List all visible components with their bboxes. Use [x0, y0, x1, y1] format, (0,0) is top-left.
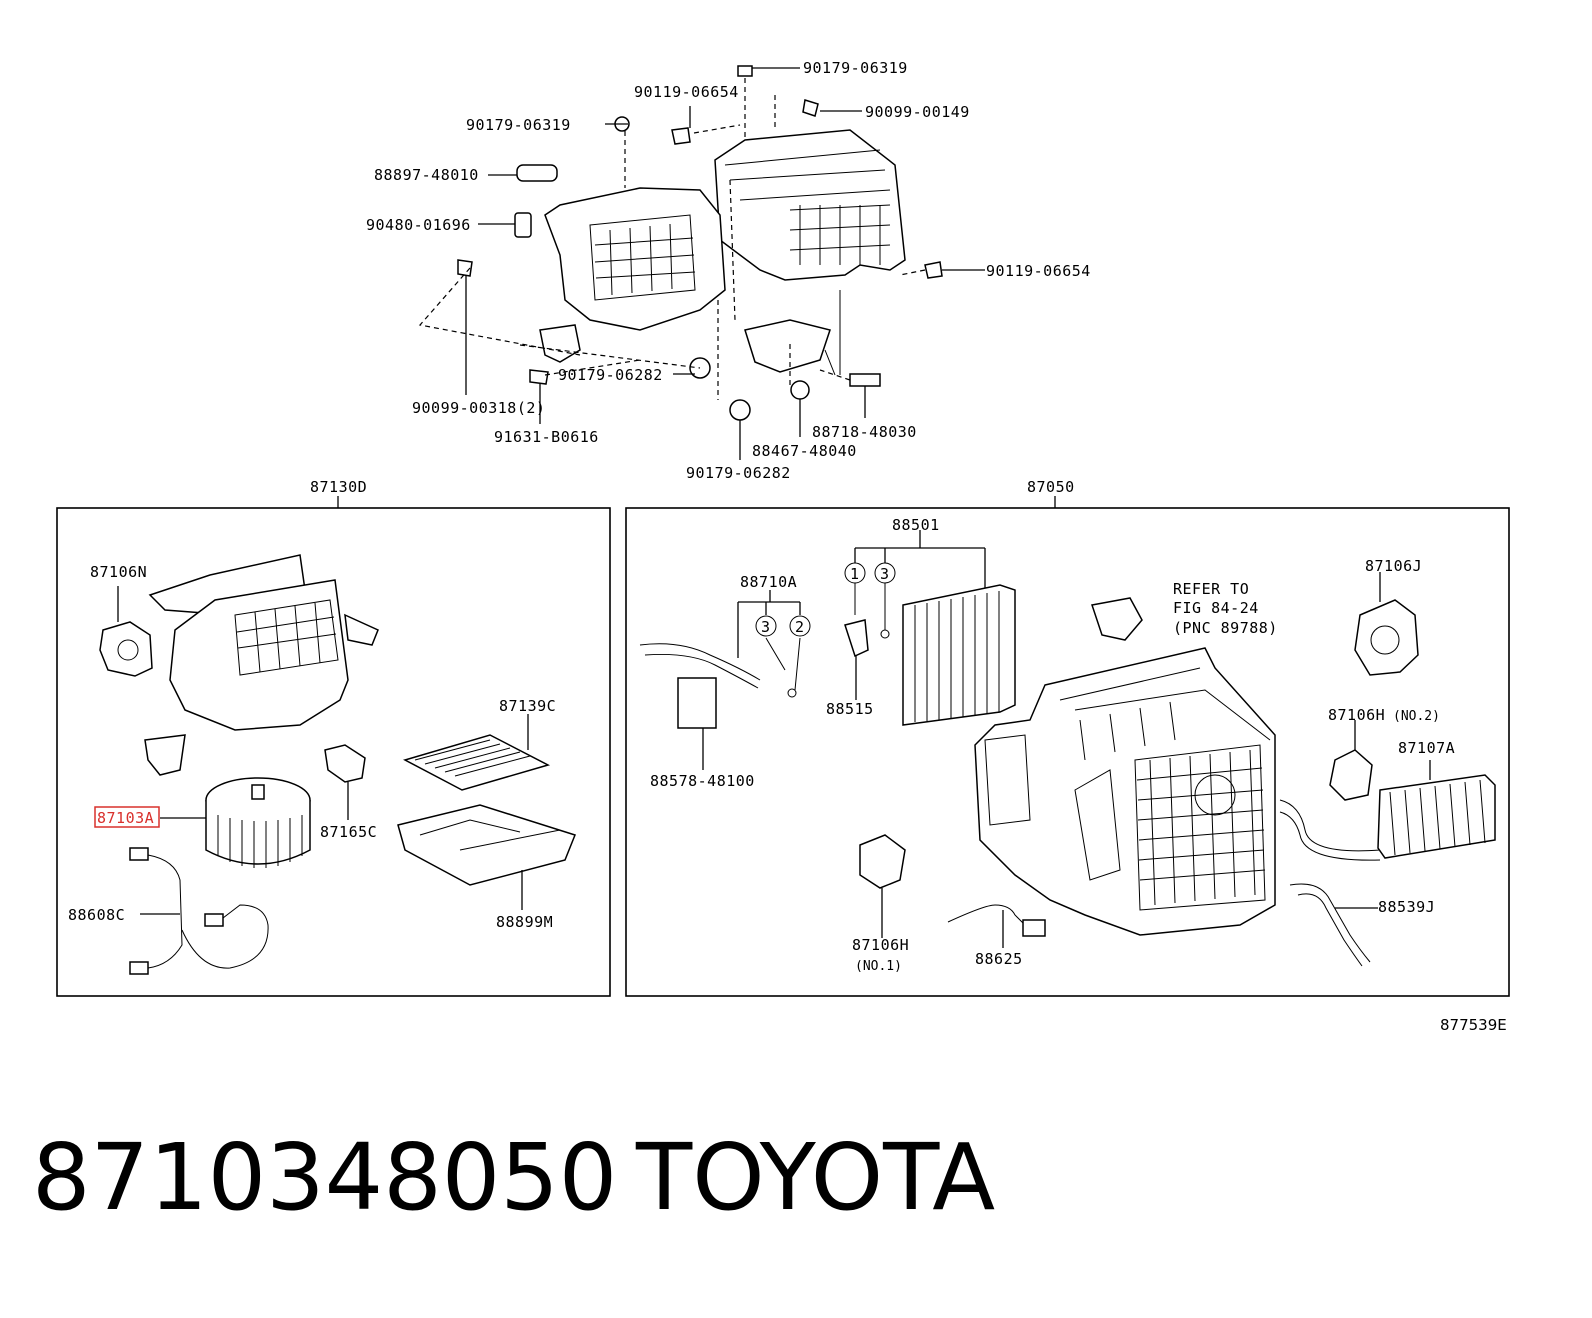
- callout-number: 3: [880, 565, 890, 583]
- brand-name: TOYOTA: [636, 1124, 996, 1231]
- clip-icon: [514, 212, 532, 238]
- part-label: 90179-06282: [686, 464, 791, 482]
- actuator-icon: [1329, 749, 1373, 801]
- cap-icon: [790, 380, 810, 400]
- part-label: 90119-06654: [986, 262, 1091, 280]
- figure-code: 877539E: [1440, 1016, 1507, 1034]
- part-label: 88467-48040: [752, 442, 857, 460]
- part-label: 90119-06654: [634, 83, 739, 101]
- left-box-parts: [99, 554, 576, 975]
- part-label: 90099-00149: [865, 103, 970, 121]
- filter-icon: [403, 734, 551, 791]
- expansion-valve-icon: [844, 619, 869, 658]
- actuator-icon: [99, 621, 153, 677]
- bolt-icon: [924, 261, 943, 279]
- part-label: 87165C: [320, 823, 377, 841]
- refer-note: (PNC 89788): [1173, 619, 1278, 637]
- callout-number: 2: [795, 618, 805, 636]
- part-label: 88899M: [496, 913, 553, 931]
- circled-numbers: 1 3 3 2: [755, 562, 896, 637]
- bolt-icon: [457, 259, 473, 277]
- part-label: 87139C: [499, 697, 556, 715]
- highlighted-part-label[interactable]: 87103A: [97, 809, 154, 827]
- part-label: 88625: [975, 950, 1023, 968]
- group-label-left: 87130D: [310, 478, 367, 496]
- bolt-icon: [802, 99, 819, 117]
- right-box-parts: [639, 530, 1496, 967]
- connector-icon: [1022, 919, 1046, 937]
- connector-icon: [204, 913, 224, 927]
- part-label: 88718-48030: [812, 423, 917, 441]
- part-label: 90179-06319: [803, 59, 908, 77]
- bracket-icon: [1091, 597, 1143, 641]
- bolt-icon: [671, 127, 691, 145]
- part-number: 8710348050: [32, 1124, 618, 1231]
- part-label: 88710A: [740, 573, 797, 591]
- part-sublabel: (NO.1): [855, 959, 902, 974]
- connector-icon: [129, 961, 149, 975]
- group-box-left: [56, 507, 611, 997]
- part-label: 87107A: [1398, 739, 1455, 757]
- part-label: 90099-00318(2): [412, 399, 545, 417]
- resistor-icon: [324, 744, 366, 783]
- actuator-icon: [859, 834, 906, 889]
- connector-icon: [129, 847, 149, 861]
- part-label: 88608C: [68, 906, 125, 924]
- bracket-icon: [849, 373, 881, 387]
- callout-number: 1: [850, 565, 860, 583]
- highlight-box: [94, 806, 160, 828]
- part-label: 91631-B0616: [494, 428, 599, 446]
- part-label: 88539J: [1378, 898, 1435, 916]
- top-assembly: [418, 65, 985, 460]
- part-label: 90179-06319: [466, 116, 571, 134]
- part-label: 90480-01696: [366, 216, 471, 234]
- nut-icon: [729, 399, 751, 421]
- callout-number: 3: [761, 618, 771, 636]
- part-label: 87106N: [90, 563, 147, 581]
- part-label: 88897-48010: [374, 166, 479, 184]
- part-label: 88578-48100: [650, 772, 755, 790]
- heater-core-icon: [1377, 774, 1496, 859]
- nut-icon: [737, 65, 753, 77]
- group-label-right: 87050: [1027, 478, 1075, 496]
- evaporator-icon: [902, 584, 1016, 726]
- part-label: 87106J: [1365, 557, 1422, 575]
- refer-note: FIG 84-24: [1173, 599, 1259, 617]
- bolt-icon: [529, 369, 549, 385]
- part-label: 87106H: [852, 936, 909, 954]
- actuator-icon: [1354, 599, 1419, 676]
- insulator-icon: [677, 677, 717, 729]
- refer-note: REFER TO: [1173, 580, 1249, 598]
- part-label: 88501: [892, 516, 940, 534]
- part-sublabel: (NO.2): [1393, 709, 1440, 724]
- part-label: 88515: [826, 700, 874, 718]
- grommet-icon: [516, 164, 558, 182]
- part-label: 90179-06282: [558, 366, 663, 384]
- group-box-right: [625, 507, 1510, 997]
- part-label: 87106H: [1328, 706, 1385, 724]
